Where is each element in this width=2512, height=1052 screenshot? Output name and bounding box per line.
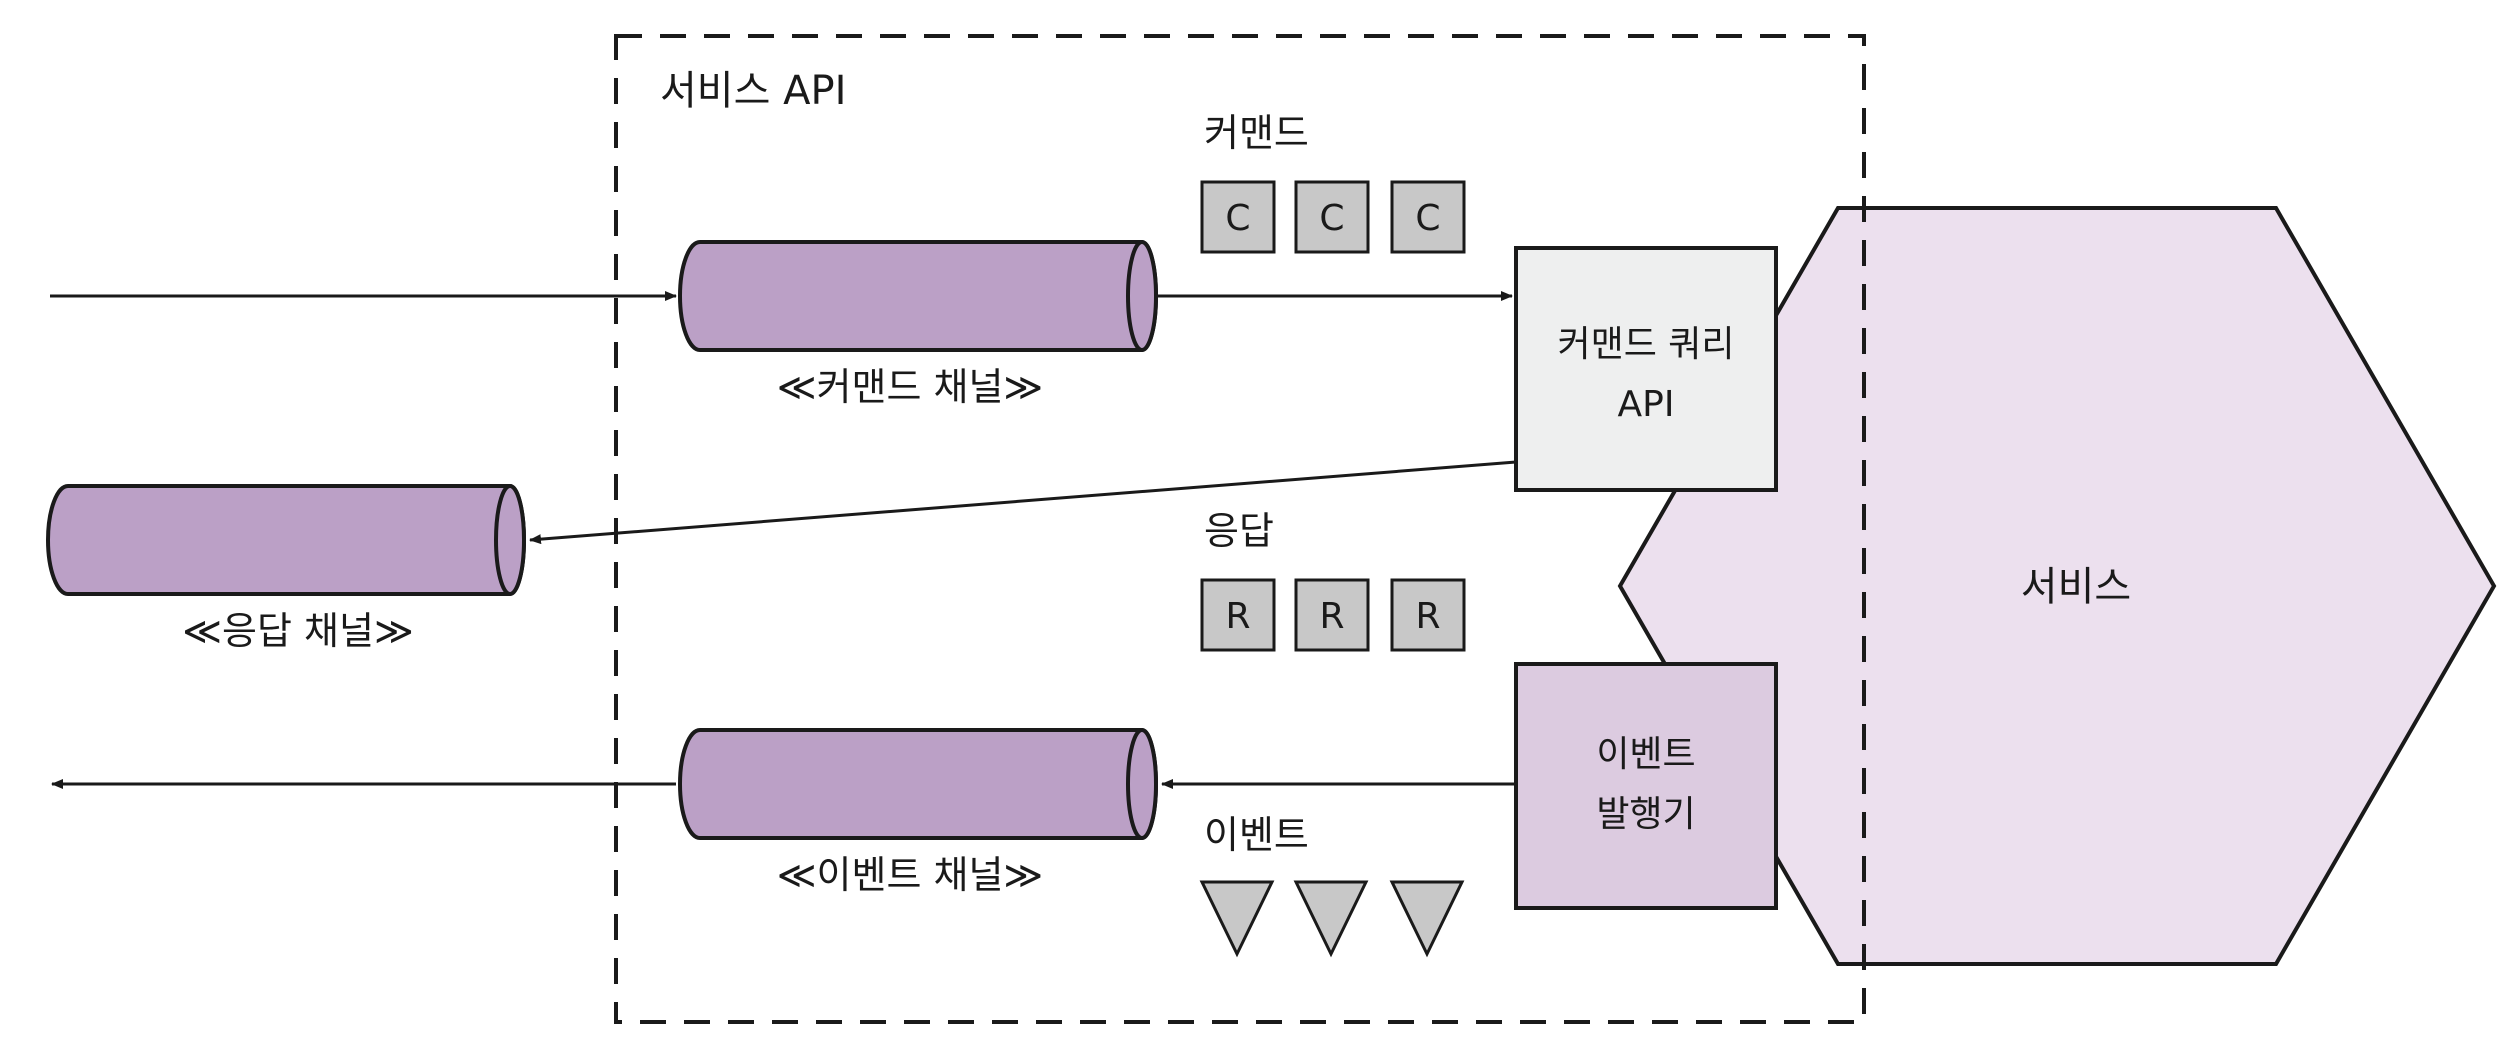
command-message-3: C xyxy=(1390,180,1466,254)
command-query-api-line2: API xyxy=(1618,384,1675,425)
reply-message-3: R xyxy=(1390,578,1466,652)
reply-channel-body xyxy=(46,484,526,596)
event-message-1 xyxy=(1199,880,1275,958)
event-channel-end xyxy=(1126,728,1158,840)
command-message-3-box xyxy=(1390,180,1466,254)
service-hexagon xyxy=(1617,206,2497,966)
command-channel-end xyxy=(1126,240,1158,352)
reply-channel-end xyxy=(494,484,526,596)
event-publisher-line1: 이벤트 xyxy=(1596,734,1695,775)
command-message-2: C xyxy=(1294,180,1370,254)
commands-label: 커맨드 xyxy=(1204,111,1309,155)
command-channel-label: ≪커맨드 채널≫ xyxy=(777,365,1043,409)
event-publisher-line2: 발행기 xyxy=(1596,794,1695,835)
service-api-boundary xyxy=(614,34,1866,1024)
command-message-2-text: C xyxy=(1319,198,1344,239)
command-message-1: C xyxy=(1200,180,1276,254)
event-publisher-box xyxy=(1514,662,1778,910)
reply-message-1-text: R xyxy=(1225,596,1250,637)
reply-message-3-box xyxy=(1390,578,1466,652)
event-channel xyxy=(678,728,1158,840)
event-channel-body xyxy=(678,728,1158,840)
service-api-title: 서비스 API xyxy=(660,68,846,114)
command-message-3-text: C xyxy=(1415,198,1440,239)
command-channel-body xyxy=(678,240,1158,352)
replies-label: 응답 xyxy=(1204,509,1274,553)
reply-message-2-box xyxy=(1294,578,1370,652)
reply-message-2-text: R xyxy=(1319,596,1344,637)
reply-arrow xyxy=(529,460,1517,545)
command-message-1-box xyxy=(1200,180,1276,254)
reply-message-2: R xyxy=(1294,578,1370,652)
reply-message-1-box xyxy=(1200,578,1276,652)
command-channel xyxy=(678,240,1158,352)
command-message-1-text: C xyxy=(1225,198,1250,239)
reply-channel xyxy=(46,484,526,596)
event-message-3 xyxy=(1389,880,1465,958)
command-query-api-line1: 커맨드 쿼리 xyxy=(1557,324,1734,365)
service-label: 서비스 xyxy=(2021,564,2131,610)
reply-message-1: R xyxy=(1200,578,1276,652)
reply-channel-label: ≪응답 채널≫ xyxy=(182,609,413,653)
command-query-api-box xyxy=(1514,246,1778,492)
event-channel-label: ≪이벤트 채널≫ xyxy=(777,853,1043,897)
event-message-2 xyxy=(1293,880,1369,958)
events-label: 이벤트 xyxy=(1204,813,1309,857)
command-message-2-box xyxy=(1294,180,1370,254)
reply-message-3-text: R xyxy=(1415,596,1440,637)
